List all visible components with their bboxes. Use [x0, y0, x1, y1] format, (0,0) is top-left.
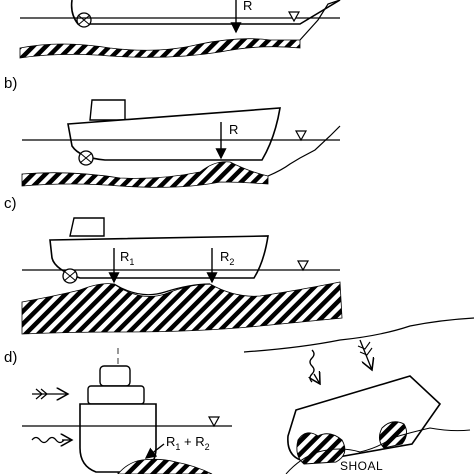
panel-c-seabed [21, 281, 343, 335]
wave-arrow-icon [310, 349, 320, 384]
panel-c-hull [49, 235, 269, 279]
panel-d-label: d) [4, 349, 17, 366]
panel-d-mast [99, 365, 131, 387]
panel-d-left: R1 + R2 [22, 348, 232, 474]
water-level-icon [207, 416, 221, 428]
panel-b-hull [67, 107, 281, 161]
current-arrow-icon [357, 339, 372, 370]
panel-d-shoreline [243, 317, 474, 353]
panel-c-superstructure [69, 217, 105, 237]
panel-b: R [21, 99, 341, 188]
panel-c-force-label-2: R2 [220, 249, 234, 267]
panel-d-force-label: R1 + R2 [166, 434, 210, 452]
panel-b-seabed [21, 161, 269, 188]
water-level-icon [287, 11, 301, 23]
propeller-icon [62, 268, 78, 284]
panel-a-force-label: R [243, 0, 252, 13]
panel-a: R [19, 0, 341, 59]
panel-c-seabed-profile [113, 283, 211, 296]
panel-d-force-arrow [144, 443, 165, 459]
panel-b-label: b) [4, 75, 17, 92]
panel-d-shoal-label: SHOAL [340, 459, 383, 473]
panel-d-seabed [117, 458, 213, 474]
water-level-icon [294, 130, 308, 142]
panel-c-force-label-1: R1 [120, 249, 134, 267]
panel-a-hull [70, 0, 341, 25]
panel-d-shoal-area-1 [296, 432, 346, 465]
propeller-icon [78, 150, 94, 166]
panel-d-shoal-contour [285, 427, 471, 474]
panel-d-right: SHOAL [243, 317, 474, 474]
propeller-icon [76, 12, 92, 28]
panel-b-shore [267, 125, 341, 177]
panel-b-superstructure [89, 99, 126, 121]
panel-c-label: c) [4, 195, 17, 212]
wave-arrow-icon [31, 438, 72, 443]
panel-a-seabed [19, 38, 301, 59]
current-arrow-icon [32, 389, 68, 399]
panel-b-force-label: R [229, 122, 238, 137]
water-level-icon [296, 260, 310, 272]
panel-a-shore [299, 0, 341, 41]
panel-d-bridge [87, 385, 145, 405]
panel-c: R1 R2 [21, 217, 343, 335]
